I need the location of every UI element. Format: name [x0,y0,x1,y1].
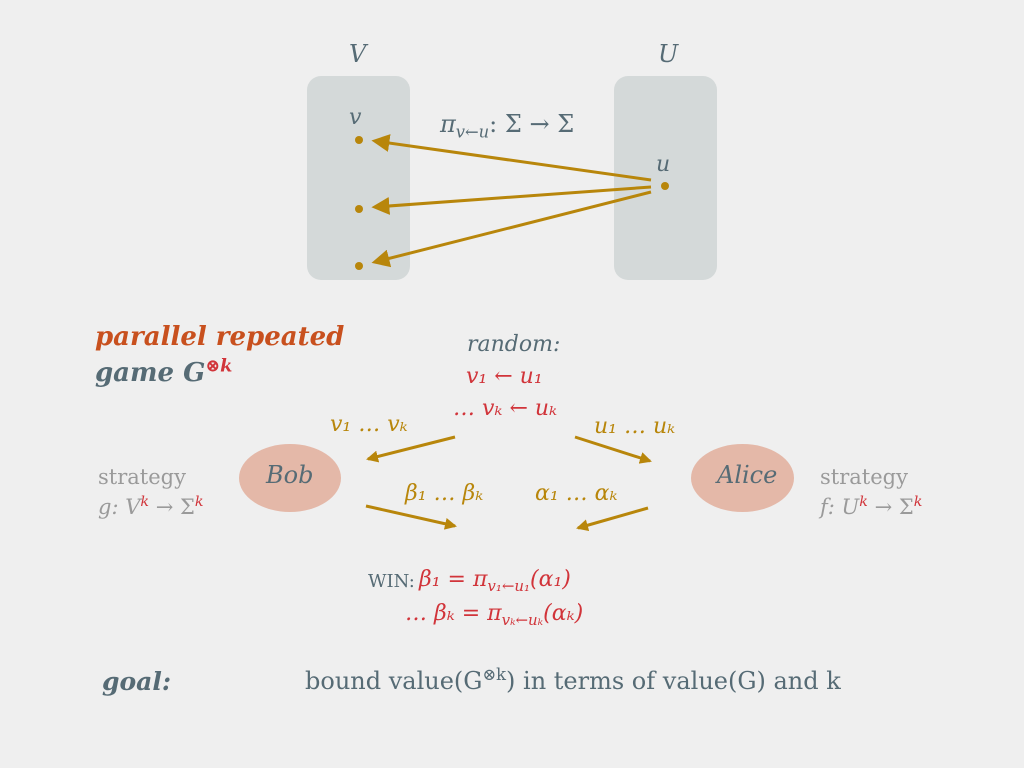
msg-to-bob: v₁ … vₖ [330,412,408,437]
bob-label: Bob [266,461,314,489]
msg-from-alice: α₁ … αₖ [535,481,618,506]
set-v-box [307,76,410,280]
alice-ellipse [691,444,794,512]
random-label: random: [467,332,561,357]
goal-text: bound value(G⊗k) in terms of value(G) an… [305,665,841,695]
goal-label: goal: [102,667,172,696]
arrow-to-alice [574,435,652,464]
msg-from-bob: β₁ … βₖ [405,481,484,506]
vertex-u-label: u [656,152,671,177]
alice-strategy-label: strategy [820,465,908,489]
msg-to-alice: u₁ … uₖ [594,414,676,439]
random-line1: v₁ ← u₁ [466,364,543,389]
win-line2: … βₖ = πvₖ←uₖ(αₖ) [405,601,584,630]
bob-strategy-label: strategy [98,465,186,489]
win-label: WIN: [368,571,415,592]
set-u-label: U [658,40,679,68]
bob-strategy-formula: g: Vk → Σk [98,494,204,519]
edge-arrow-2 [371,185,652,215]
random-line2: … vₖ ← uₖ [453,396,558,421]
arrow-from-bob [365,504,457,530]
alice-strategy-formula: f: Uk → Σk [820,494,923,519]
set-v-label: V [349,40,367,68]
title-line1: parallel repeated [95,322,345,352]
win-line1: β₁ = πv₁←u₁(α₁) [419,567,571,596]
vertex-v-label: v [349,105,362,130]
title-line2: game G⊗k [95,355,233,388]
alice-label: Alice [717,461,778,489]
arrow-from-alice [576,506,649,532]
vertex-dot-v3 [355,262,363,270]
vertex-dot-v2 [355,205,363,213]
arrow-to-bob [366,435,456,463]
projection-label: πv←u: Σ → Σ [440,110,575,142]
vertex-dot-v1 [355,136,363,144]
bob-ellipse [239,444,341,512]
vertex-dot-u [661,182,669,190]
edge-arrow-1 [371,134,652,182]
edge-arrow-3 [371,190,652,268]
